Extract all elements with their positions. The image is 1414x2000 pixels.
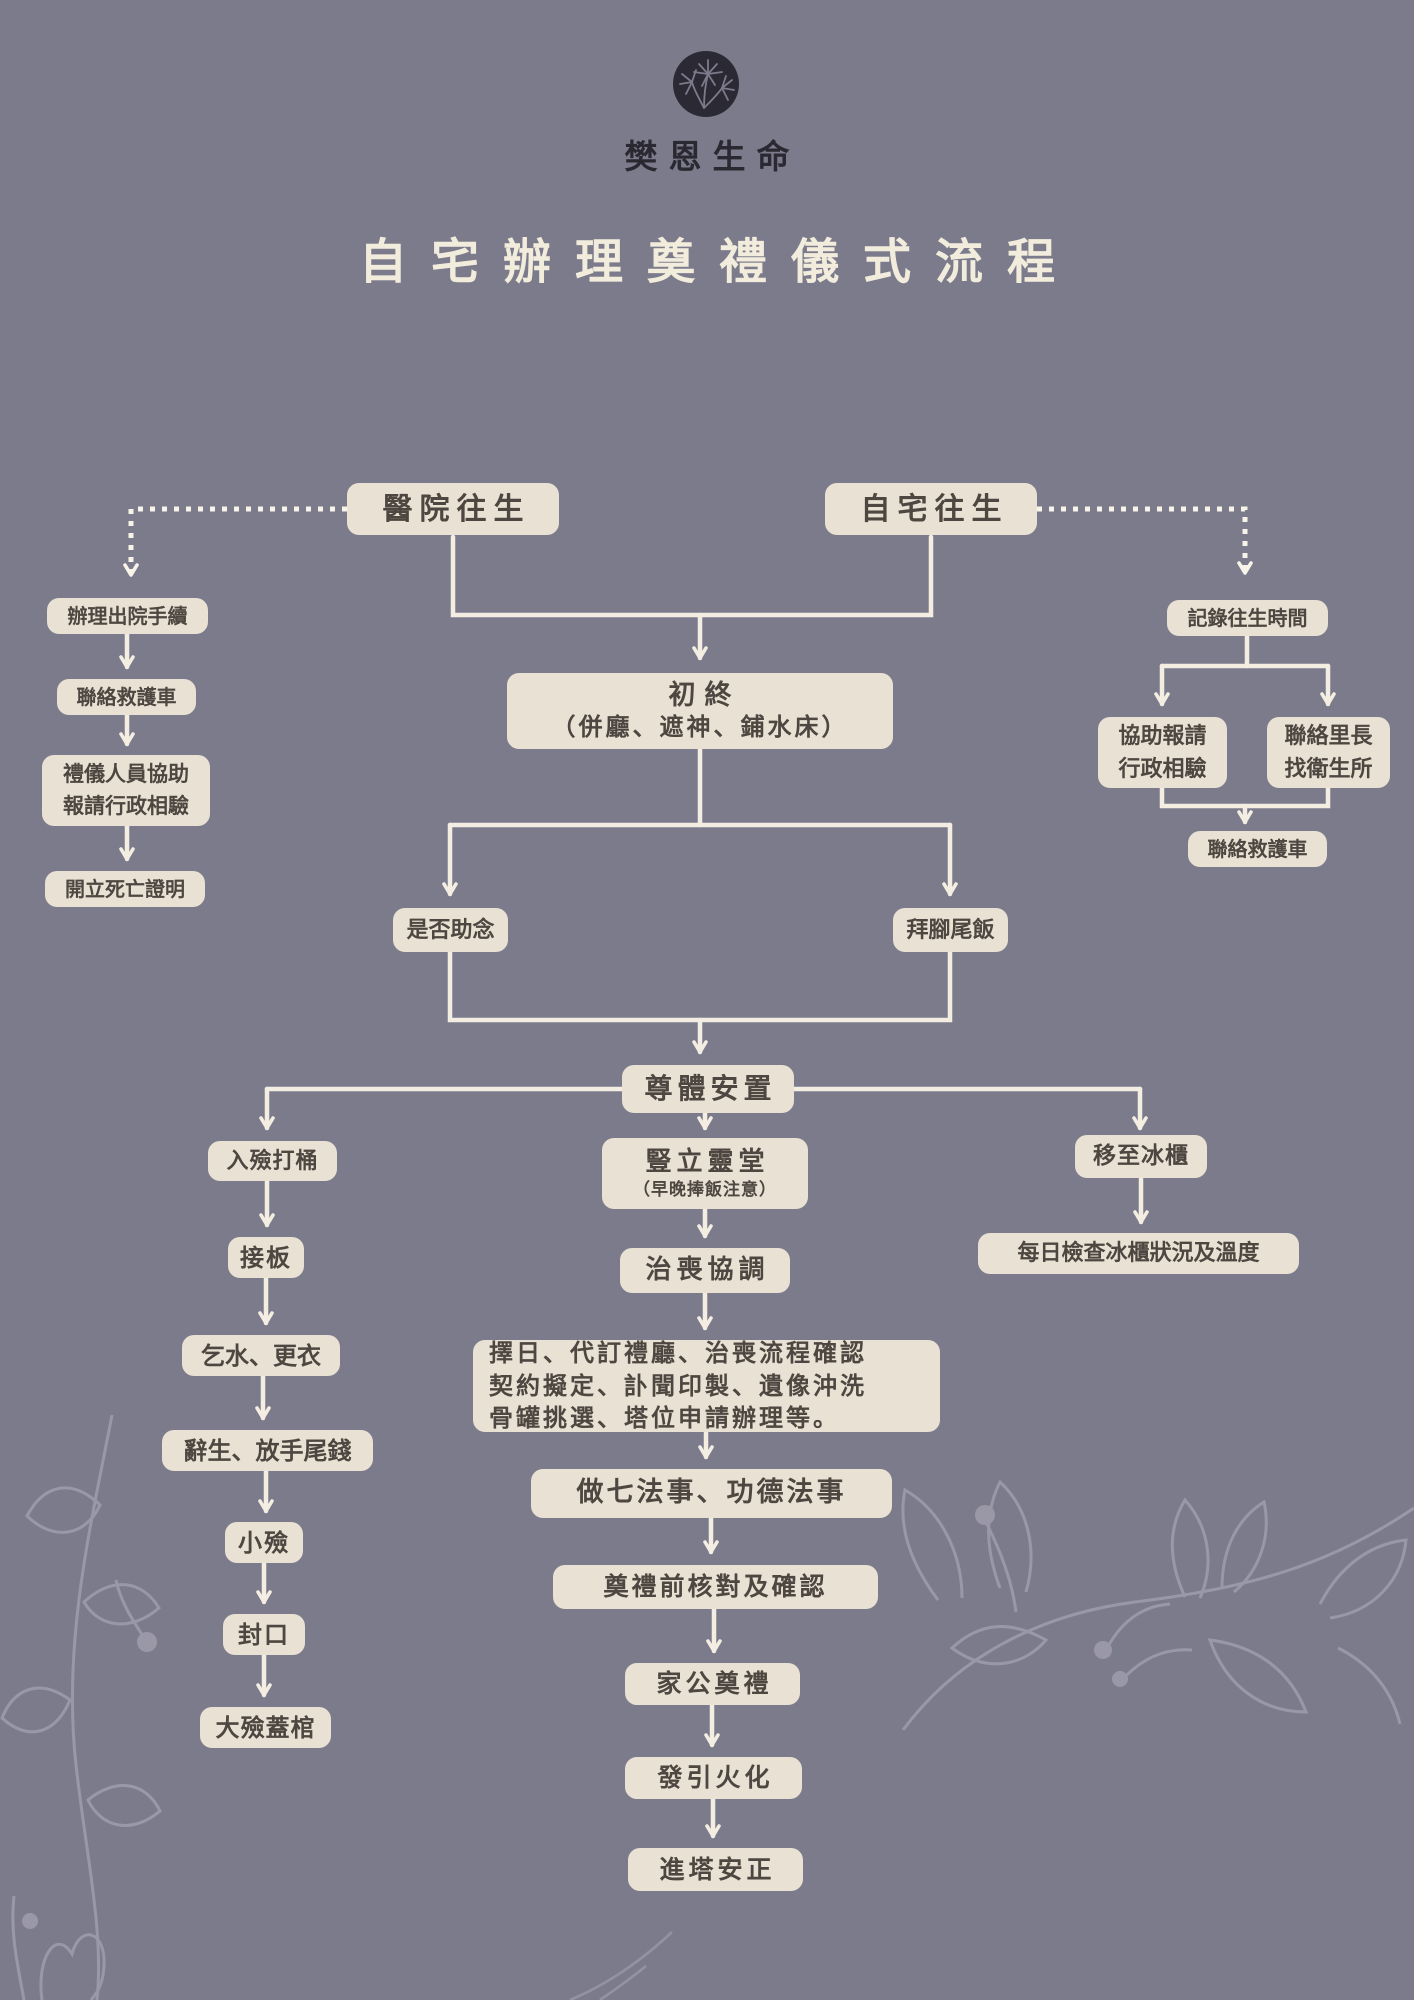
node-water-change-clothes: 乞水、更衣: [182, 1335, 340, 1376]
plant-decoration-bottom-center: [569, 1931, 673, 2000]
node-assist-report: 協助報請 行政相驗: [1098, 717, 1227, 788]
node-foot-rice: 拜腳尾飯: [893, 908, 1008, 952]
node-first-rites: 初終 （併廳、遮神、鋪水床）: [507, 673, 893, 749]
node-altar-title: 豎立靈堂: [645, 1146, 770, 1177]
plant-decoration-bottom-left: [0, 1414, 162, 2000]
node-first-rites-note: （併廳、遮神、鋪水床）: [551, 713, 849, 742]
page-title: 自宅辦理奠禮儀式流程: [358, 234, 1079, 290]
node-ritual-staff-report: 禮儀人員協助 報請行政相驗: [42, 755, 210, 826]
node-funeral-coordination: 治喪協調: [620, 1248, 790, 1293]
node-death-certificate: 開立死亡證明: [45, 871, 205, 907]
node-home-death: 自宅往生: [825, 483, 1037, 535]
node-freezer-check: 每日檢查冰櫃狀況及溫度: [978, 1233, 1299, 1274]
node-jie-ban: 接板: [228, 1237, 304, 1278]
node-altar-note: （早晚捧飯注意）: [633, 1180, 777, 1201]
node-hospital-death: 醫院往生: [347, 483, 559, 535]
node-discharge: 辦理出院手續: [47, 598, 208, 634]
node-contact-village-chief: 聯絡里長 找衛生所: [1267, 717, 1390, 788]
node-ambulance-right: 聯絡救護車: [1188, 831, 1327, 867]
node-coordination-detail: 擇日、代訂禮廳、治喪流程確認 契約擬定、訃聞印製、遺像沖洗 骨罐挑選、塔位申請辦…: [473, 1339, 940, 1432]
node-ambulance-left: 聯絡救護車: [57, 679, 196, 715]
node-small-encoffin: 小殮: [225, 1522, 303, 1563]
node-pre-funeral-check: 奠禮前核對及確認: [553, 1565, 878, 1609]
node-seal: 封口: [223, 1614, 305, 1655]
node-first-rites-title: 初終: [668, 679, 741, 711]
node-seven-rites: 做七法事、功德法事: [531, 1469, 892, 1518]
node-encoffin: 入殮打桶: [208, 1141, 337, 1181]
node-record-death-time: 記錄往生時間: [1167, 600, 1328, 636]
node-big-encoffin: 大殮蓋棺: [200, 1707, 331, 1748]
plant-decoration-bottom-right: [901, 1479, 1414, 1731]
brand-name: 樊恩生命: [624, 137, 801, 176]
dandelion-logo-icon: [673, 51, 739, 117]
node-chanting: 是否助念: [393, 908, 508, 952]
node-farewell-money: 辭生、放手尾錢: [162, 1430, 373, 1471]
node-columbarium: 進塔安正: [628, 1848, 803, 1891]
node-freezer: 移至冰櫃: [1075, 1135, 1207, 1178]
node-altar: 豎立靈堂 （早晚捧飯注意）: [602, 1138, 808, 1209]
node-family-funeral: 家公奠禮: [625, 1663, 800, 1705]
node-cremation: 發引火化: [625, 1757, 802, 1799]
node-body-placement: 尊體安置: [622, 1065, 794, 1113]
